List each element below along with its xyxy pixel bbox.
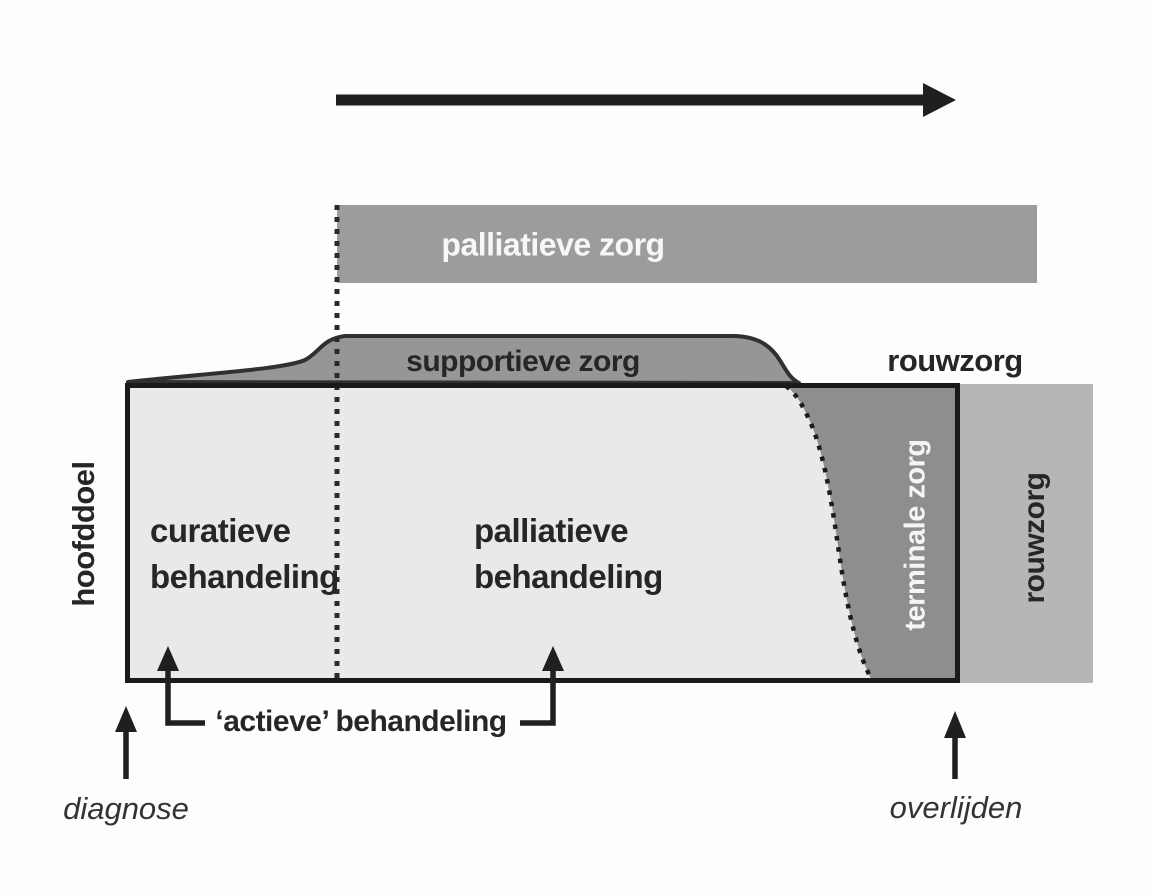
timeline-arrowhead [923,83,956,117]
main-goal-axis-label: hoofddoel [66,461,101,607]
palliative-treatment-label: palliatieve behandeling [474,512,663,595]
diagnosis-arrow-icon [115,706,137,779]
death-arrow-icon [944,711,966,779]
diagnosis-arrowhead [115,706,137,732]
bereavement-panel [960,384,1093,683]
death-label: overlijden [889,790,1023,825]
active-treatment-right-arrow-icon [520,646,564,726]
active-treatment-right-arrowhead [542,646,564,671]
active-treatment-right-elbow [520,668,556,726]
bereavement-care-side-label: rouwzorg [1018,472,1051,604]
terminal-care-label: terminale zorg [899,439,932,631]
terminal-care-region [786,385,958,681]
palliative-care-bar [337,205,1037,283]
active-treatment-left-elbow [165,668,205,726]
supportive-care-label: supportieve zorg [406,345,640,378]
curative-treatment-label: curatieve behandeling [150,512,339,595]
treatment-box-border [125,383,960,683]
active-treatment-label: ‘actieve’ behandeling [215,705,507,738]
diagnosis-label: diagnose [63,791,189,826]
bereavement-care-top-label: rouwzorg [887,343,1023,378]
active-treatment-left-arrow-icon [157,646,205,726]
death-arrowhead [944,711,966,738]
terminal-boundary-dotted-curve [784,384,874,682]
active-treatment-left-arrowhead [157,646,179,671]
palliative-care-label: palliatieve zorg [441,226,665,263]
timeline-arrow-icon [336,83,956,117]
